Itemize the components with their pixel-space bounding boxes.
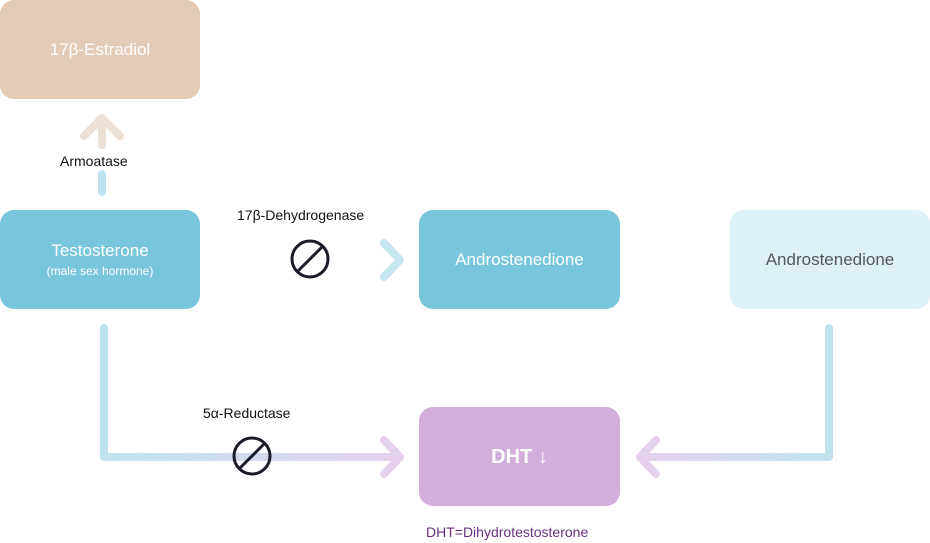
estradiol-title: 17β-Estradiol bbox=[49, 39, 151, 59]
aromatase-label: Armoatase bbox=[60, 153, 128, 169]
dehydrogenase-label: 17β-Dehydrogenase bbox=[237, 207, 365, 223]
dht-node: DHT ↓ bbox=[419, 407, 620, 506]
prohibited-icon bbox=[290, 239, 330, 279]
androstenedione-title: Androstenedione bbox=[765, 249, 895, 269]
estradiol-node: 17β-Estradiol bbox=[0, 0, 200, 99]
testosterone-title: Testosterone bbox=[51, 240, 149, 260]
arrow-to-estradiol bbox=[80, 114, 124, 196]
androstenedione-node-inactive: Androstenedione bbox=[730, 210, 930, 309]
footnote: DHT=Dihydrotestosterone bbox=[426, 524, 589, 540]
arrow-testosterone-to-dht bbox=[100, 324, 404, 478]
androstenedione-title: Androstenedione bbox=[455, 249, 584, 269]
arrow-androstenedione-to-dht bbox=[636, 324, 833, 478]
reductase-label: 5α-Reductase bbox=[203, 405, 291, 421]
prohibited-icon bbox=[232, 436, 272, 476]
testosterone-subtitle: (male sex hormone) bbox=[46, 263, 154, 278]
androstenedione-node-active: Androstenedione bbox=[419, 210, 620, 309]
testosterone-node: Testosterone (male sex hormone) bbox=[0, 210, 200, 309]
dht-title: DHT ↓ bbox=[491, 445, 548, 468]
